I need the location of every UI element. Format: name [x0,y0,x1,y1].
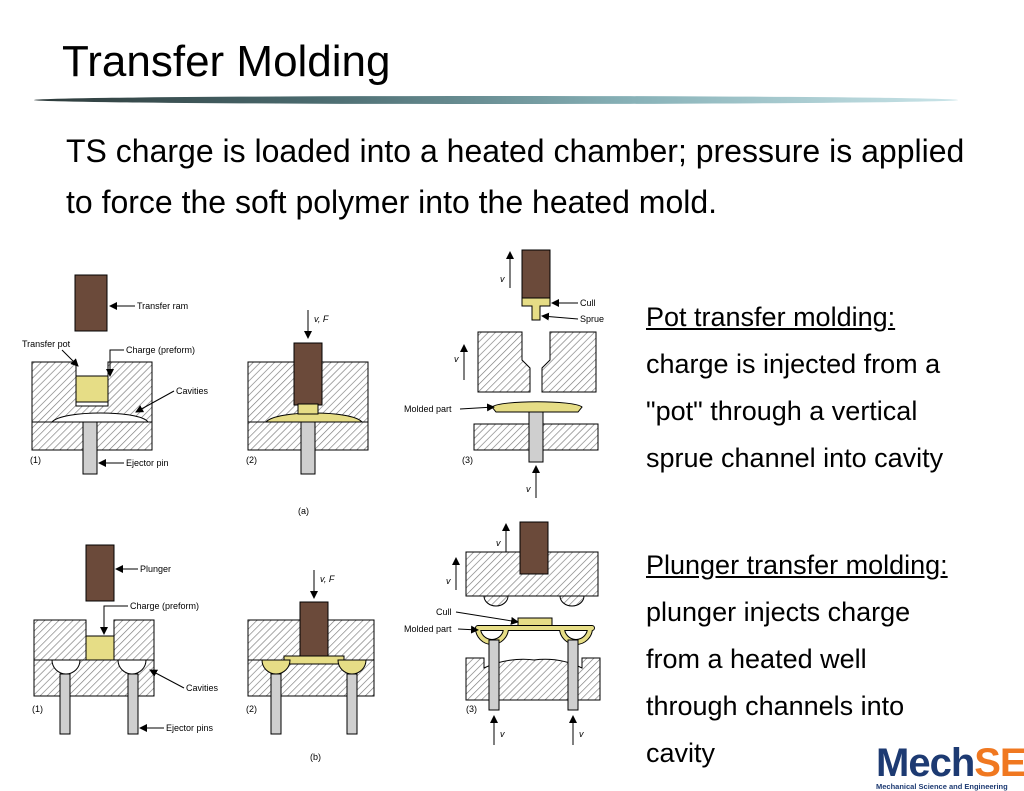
transfer-ram [74,274,108,332]
part-label-b: (b) [310,752,321,762]
logo-mark-se: SE [974,741,1024,785]
cull-sprue [521,297,551,321]
label-v: v [454,354,459,364]
diagram-b1: Plunger Charge (preform) Cavities Ejecto… [32,544,219,735]
label-molded-part: Molded part [404,404,452,414]
plunger [85,544,115,602]
label-cavities: Cavities [186,683,219,693]
mechse-logo: MechSE Mechanical Science and Engineerin… [876,741,1024,791]
step-label: (3) [466,704,477,714]
label-ejector-pin: Ejector pin [126,458,169,468]
molded-charge [264,412,364,423]
pot-transfer-description: Pot transfer molding: charge is injected… [646,294,1016,482]
transfer-ram [293,342,323,406]
ejector-pin [270,673,282,735]
ejector-pin [59,673,71,735]
label-cull: Cull [580,298,596,308]
ejector-pin [346,673,358,735]
plunger-transfer-line: cavity [646,738,716,768]
label-transfer-ram: Transfer ram [137,301,188,311]
ejector-pin [300,421,316,475]
step-label: (1) [32,704,43,714]
transfer-ram [521,249,551,299]
molded-part [491,401,583,413]
plunger-transfer-description: Plunger transfer molding: plunger inject… [646,542,1016,777]
plunger-transfer-line: through channels into [646,691,905,721]
label-cavities: Cavities [176,386,209,396]
label-v: v [496,538,501,548]
charge-flow [283,655,345,665]
label-charge: Charge (preform) [130,601,199,611]
title-underline [34,96,958,104]
part-label-a: (a) [298,506,309,516]
label-v: v [579,729,584,739]
diagram-b2: v, F (2) [246,570,375,735]
diagram-a3: v v v Cull Sprue Molded part (3) [404,249,604,498]
diagram-b3: v v v v Cull Molded part (3) [404,521,601,745]
step-label: (3) [462,455,473,465]
pot-transfer-heading: Pot transfer molding: [646,302,896,332]
label-sprue: Sprue [580,314,604,324]
diagram-a2: v, F (2) [246,310,369,475]
charge-preform [75,375,109,403]
upper-mold-left [477,331,531,393]
ejector-pin [567,639,579,711]
logo-subtitle: Mechanical Science and Engineering [876,782,1008,791]
upper-mold [465,551,599,597]
ejector-pin [488,639,500,711]
plunger-transfer-line: from a heated well [646,644,867,674]
step-label: (2) [246,455,257,465]
step-label: (1) [30,455,41,465]
ejector-pin [528,411,544,463]
label-molded-part: Molded part [404,624,452,634]
label-v: v [500,274,505,284]
label-v: v [446,576,451,586]
plunger-transfer-heading: Plunger transfer molding: [646,550,948,580]
pot-transfer-line: sprue channel into cavity [646,443,944,473]
label-ejector-pins: Ejector pins [166,723,214,733]
diagram-a1: Transfer ram Transfer pot Charge (prefor… [22,274,209,475]
label-v: v [526,484,531,494]
intro-text: TS charge is loaded into a heated chambe… [66,133,965,220]
label-charge: Charge (preform) [126,345,195,355]
label-plunger: Plunger [140,564,171,574]
label-v: v [500,729,505,739]
plunger [299,601,329,659]
label-vf: v, F [314,314,329,324]
plunger [519,521,549,575]
label-transfer-pot: Transfer pot [22,339,71,349]
pot-transfer-line: "pot" through a vertical [646,396,918,426]
plunger-transfer-line: plunger injects charge [646,597,911,627]
ejector-pin [127,673,139,735]
upper-mold-right [541,331,597,393]
label-vf: v, F [320,574,335,584]
slide-title: Transfer Molding [62,37,391,86]
logo-mark-mech: Mech [876,741,975,785]
cavity [50,412,149,423]
ejector-pin [82,421,98,475]
charge-preform [85,635,115,661]
label-cull: Cull [436,607,452,617]
lower-mold [465,657,601,701]
step-label: (2) [246,704,257,714]
pot-transfer-line: charge is injected from a [646,349,941,379]
